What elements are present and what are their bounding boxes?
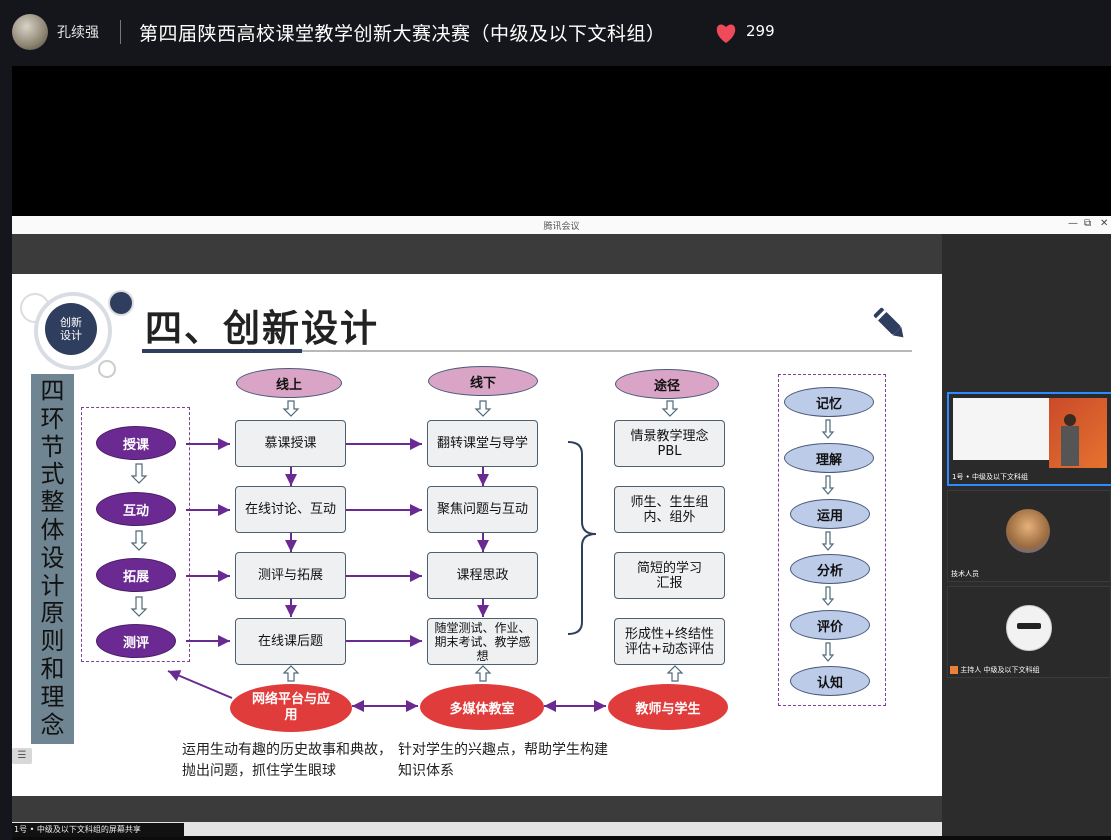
participant-panel: 1号 • 中级及以下文科组 技术人员 主持人 中级及以下文科组 [942,234,1111,836]
bloom-level: 记忆 [784,387,874,417]
vertical-title-char: 原 [40,599,65,628]
bloom-level: 分析 [790,554,870,584]
host-icon [950,666,958,674]
vertical-title-char: 和 [40,654,65,683]
vertical-title-char: 计 [40,571,65,600]
offline-box: 随堂测试、作业、期末考试、教学感想 [427,618,538,665]
vertical-title-char: 则 [40,627,65,656]
video-letterbox [12,66,1111,216]
shared-screen-preview [953,398,1049,460]
online-box: 在线讨论、互动 [235,486,346,533]
top-bar: 孔续强 第四届陕西高校课堂教学创新大赛决赛（中级及以下文科组） 299 [0,0,1111,66]
window-titlebar: 腾讯会议 — ⧉ ✕ [12,216,1111,235]
slide-bottom-gap [12,796,942,822]
window-title: 腾讯会议 [543,222,580,232]
heading-underline [142,350,912,352]
path-box: 师生、生生组内、组外 [614,486,725,533]
path-box: 情景教学理念 PBL [614,420,725,467]
caption-left: 运用生动有趣的历史故事和典故，抛出问题，抓住学生眼球 [182,742,392,779]
vertical-title-char: 念 [40,710,65,739]
online-box: 慕课授课 [235,420,346,467]
participant-tile-speaker[interactable]: 1号 • 中级及以下文科组 [947,392,1111,486]
online-header: 线上 [236,368,342,398]
heading-underline-accent [142,349,302,353]
path-box: 形成性+终结性评估+动态评估 [614,618,725,665]
vertical-title-char: 节 [40,432,65,461]
step-extend: 拓展 [96,558,176,592]
meeting-window: 腾讯会议 — ⧉ ✕ 创新 设计 四、创新设计 四环节式整体设计原则和理念 [12,216,1111,836]
vertical-title-char: 设 [40,543,65,572]
slide-top-gap [12,234,942,274]
vertical-title-char: 体 [40,515,65,544]
minimize-button[interactable]: — [1068,218,1078,229]
steps-frame [81,407,190,662]
bloom-level: 认知 [790,666,870,696]
offline-box: 翻转课堂与导学 [427,420,538,467]
vertical-title: 四环节式整体设计原则和理念 [31,374,74,744]
online-box: 测评与拓展 [235,552,346,599]
caption-right: 针对学生的兴趣点，帮助学生构建知识体系 [398,742,608,779]
restore-button[interactable]: ⧉ [1084,218,1092,229]
vertical-title-char: 整 [40,488,65,517]
path-header: 途径 [615,369,719,399]
bloom-level: 运用 [790,499,870,529]
presentation-slide: 创新 设计 四、创新设计 四环节式整体设计原则和理念 [12,274,942,796]
participant-avatar [1006,605,1052,651]
step-assess: 测评 [96,624,176,658]
host-name: 孔续强 [57,25,99,41]
share-status: 1号 • 中级及以下文科组的屏幕共享 [12,823,184,837]
participant-label-row: 主持人 中级及以下文科组 [950,665,1039,675]
left-margin [0,66,12,840]
participant-tile[interactable]: 技术人员 [947,490,1111,582]
step-interact: 互动 [96,492,176,526]
participant-label: 主持人 中级及以下文科组 [960,666,1040,674]
deco-circle [98,360,116,378]
vertical-title-char: 环 [40,404,65,433]
deco-circle [108,290,134,316]
list-icon[interactable]: ☰ [12,748,32,764]
slide-heading: 四、创新设计 [145,307,379,350]
classroom-node: 多媒体教室 [420,684,544,730]
vertical-title-char: 理 [40,682,65,711]
step-teach: 授课 [96,426,176,460]
pen-icon [873,307,904,338]
heart-icon[interactable] [714,22,738,44]
bloom-frame [778,374,886,706]
path-box: 简短的学习汇报 [614,552,725,599]
participant-label: 1号 • 中级及以下文科组 [952,473,1029,481]
vertical-title-char: 四 [40,377,65,405]
offline-box: 课程思政 [427,552,538,599]
vertical-title-char: 式 [40,460,65,489]
flow-arrows [130,400,835,712]
people-node: 教师与学生 [608,684,728,730]
platform-node: 网络平台与应用 [230,684,352,732]
divider [120,20,121,44]
offline-box: 聚焦问题与互动 [427,486,538,533]
bloom-level: 评价 [790,610,870,640]
host-avatar[interactable] [12,14,48,50]
stream-title: 第四届陕西高校课堂教学创新大赛决赛（中级及以下文科组） [139,23,666,45]
participant-tile[interactable]: 主持人 中级及以下文科组 [947,586,1111,678]
section-badge: 创新 设计 [45,303,97,355]
online-box: 在线课后题 [235,618,346,665]
participant-avatar [1006,509,1050,553]
bloom-level: 理解 [784,443,874,473]
close-button[interactable]: ✕ [1100,218,1109,229]
speaker-head [1064,414,1076,426]
like-count: 299 [746,22,775,40]
offline-header: 线下 [428,366,538,396]
participant-label: 技术人员 [951,570,979,578]
speaker-body [1061,426,1079,466]
